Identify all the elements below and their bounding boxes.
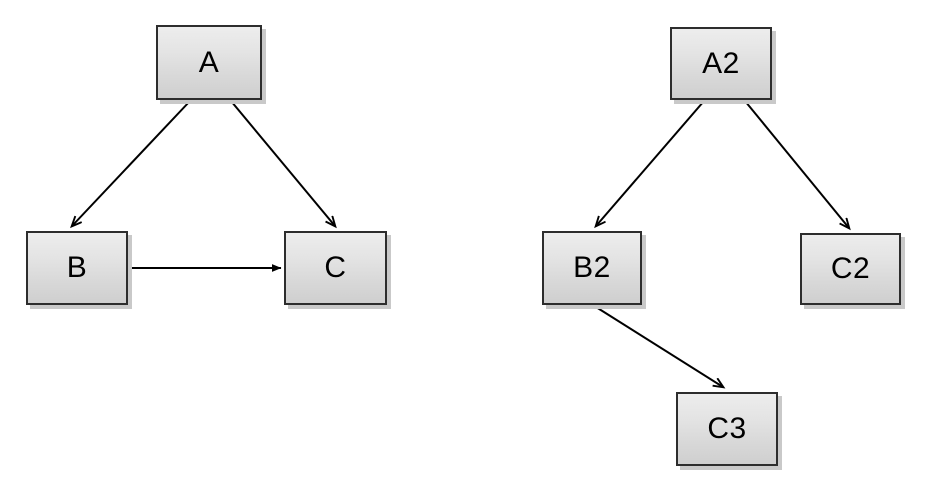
node-a2-label: A2 bbox=[702, 46, 740, 80]
node-b[interactable]: B bbox=[26, 231, 128, 305]
node-c3-label: C3 bbox=[707, 412, 747, 445]
node-c3[interactable]: C3 bbox=[676, 392, 778, 466]
node-c2-label: C2 bbox=[830, 252, 871, 285]
node-b2[interactable]: B2 bbox=[542, 231, 642, 305]
edge-b2-c3 bbox=[595, 306, 723, 387]
node-a2[interactable]: A2 bbox=[670, 27, 772, 100]
node-a-label: A bbox=[198, 45, 220, 79]
node-c-label: C bbox=[324, 251, 347, 284]
node-c2[interactable]: C2 bbox=[800, 233, 901, 305]
edge-a-c bbox=[230, 100, 335, 226]
node-c[interactable]: C bbox=[284, 231, 387, 305]
node-b-label: B bbox=[66, 251, 88, 284]
edge-a-b bbox=[72, 100, 191, 226]
edge-a2-b2 bbox=[596, 100, 705, 226]
node-b2-label: B2 bbox=[573, 251, 611, 284]
edge-a2-c2 bbox=[744, 100, 849, 228]
node-a[interactable]: A bbox=[156, 25, 262, 100]
